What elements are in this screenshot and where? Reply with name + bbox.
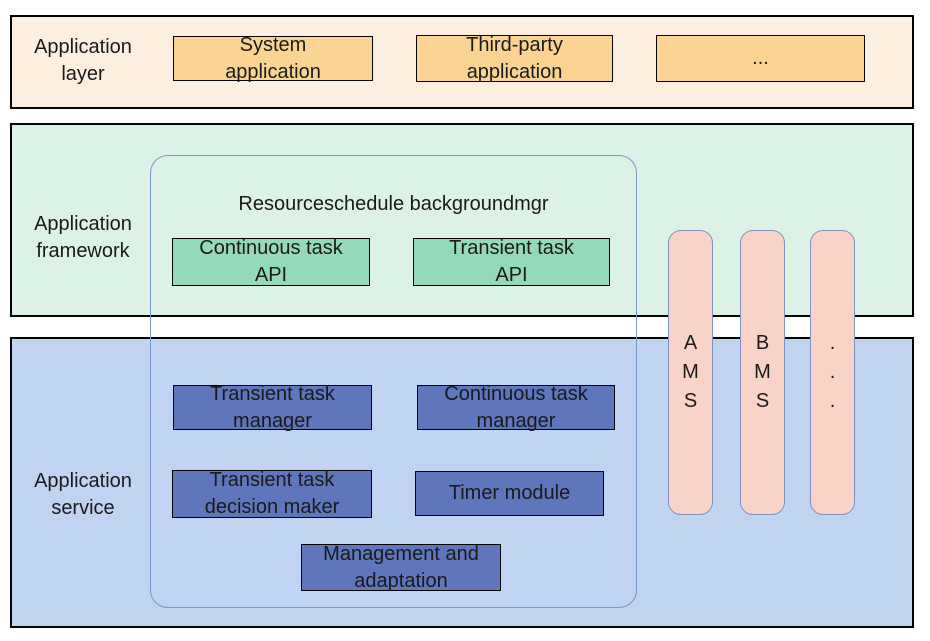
label-line: service [51,497,115,519]
box-timer-module: Timer module [415,471,604,516]
pill-letter: M [754,361,771,383]
box-third-party-application: Third-party application [416,33,613,83]
label-line: Application [34,470,132,492]
box-label-line: manager [476,409,556,432]
label-line: Application [34,36,132,58]
box-label-line: Management and [323,542,479,565]
container-title: Resourceschedule backgroundmgr [238,193,549,215]
pill-letter: . [829,361,836,383]
pill-letter: B [755,332,770,354]
box-continuous-task-manager: Continuous task manager [417,383,615,432]
resourceschedule-backgroundmgr-container [150,155,637,608]
box-label-line: Transient task [449,237,574,259]
box-transient-task-decision-maker: Transient task decision maker [172,469,372,518]
box-system-application: System application [173,34,373,83]
box-label-line: Third-party [466,33,563,56]
box-label-line: ... [752,47,769,69]
box-transient-task-api: Transient task API [413,237,610,286]
label-line: layer [61,63,105,85]
box-label-line: API [495,264,528,286]
box-label-line: Transient task [210,382,335,405]
box-label-line: Continuous task [199,237,343,259]
application-layer-label: Application layer [12,34,154,88]
box-label-line: adaptation [354,569,448,592]
box-label-line: decision maker [204,496,340,518]
box-label-line: Timer module [448,482,571,504]
label-line: framework [36,240,130,262]
box-label-line: application [225,60,321,83]
box-label-line: application [466,60,563,83]
application-service-label: Application service [12,468,154,522]
box-continuous-task-api: Continuous task API [172,237,370,286]
box-more-applications: ... [656,35,865,82]
pill-letter: S [683,390,698,412]
box-label-line: System [239,33,307,56]
box-transient-task-manager: Transient task manager [173,383,372,432]
pill-letter: A [683,332,698,354]
pill-bms: B M S [740,230,785,515]
pill-letter: S [755,390,770,412]
pill-letter: M [682,361,699,383]
pill-ams: A M S [668,230,713,515]
box-label-line: API [254,264,288,286]
box-management-and-adaptation: Management and adaptation [301,542,501,592]
pill-letter: . [829,390,836,412]
pill-letter: . [829,332,836,354]
box-label-line: Transient task [209,469,335,491]
box-label-line: manager [233,409,312,432]
label-line: Application [34,213,132,235]
pill-ellipsis: . . . [810,230,855,515]
application-framework-label: Application framework [12,211,154,265]
box-label-line: Continuous task [444,382,588,405]
